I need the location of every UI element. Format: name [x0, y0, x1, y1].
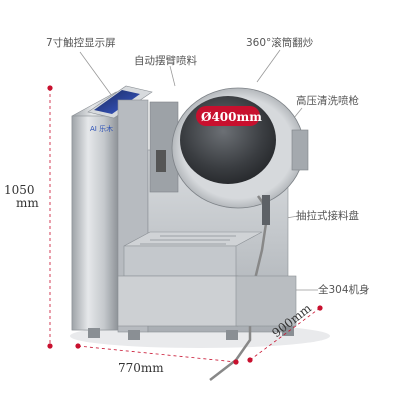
brand-logo: AI 乐木: [90, 125, 114, 133]
label-touch-screen: 7寸触控显示屏: [46, 37, 116, 49]
label-drum: 360°滚筒翻炒: [246, 37, 314, 49]
height-value: 1050: [4, 183, 35, 197]
label-washer: 高压清洗喷枪: [296, 95, 359, 107]
label-material: 全304机身: [318, 284, 370, 296]
diameter-badge: [196, 106, 260, 126]
height-unit: mm: [16, 196, 39, 210]
label-auto-arm: 自动摆臂喷料: [134, 55, 197, 67]
width-value: 770mm: [118, 361, 164, 375]
label-drawer: 抽拉式接料盘: [296, 210, 359, 222]
dimension-lines: [47, 85, 323, 365]
drum-diameter: Ø400mm: [201, 110, 262, 124]
